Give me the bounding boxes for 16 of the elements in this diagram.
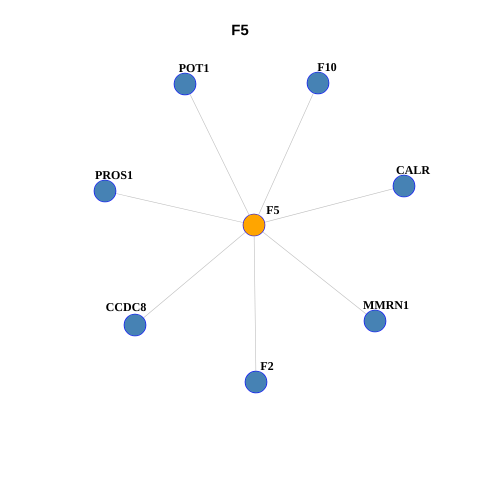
edge-line [254,236,256,371]
edge-line [264,188,394,222]
edge-line [258,93,314,215]
vertex-label: F2 [260,362,274,370]
vertex-label: F10 [318,63,336,72]
vertex-label: F5 [266,206,280,214]
vertex-label: PROS1 [95,171,132,180]
vertex-label: MMRN1 [363,301,408,309]
edge-line [190,94,250,216]
edge-line [116,193,244,223]
vertex-label: CCDC8 [106,303,146,312]
title: F5 [232,24,248,36]
edge-line [262,232,366,314]
vertex-label: CALR [396,166,430,174]
edge-line [143,232,246,318]
vertex-label: POT1 [178,64,209,72]
